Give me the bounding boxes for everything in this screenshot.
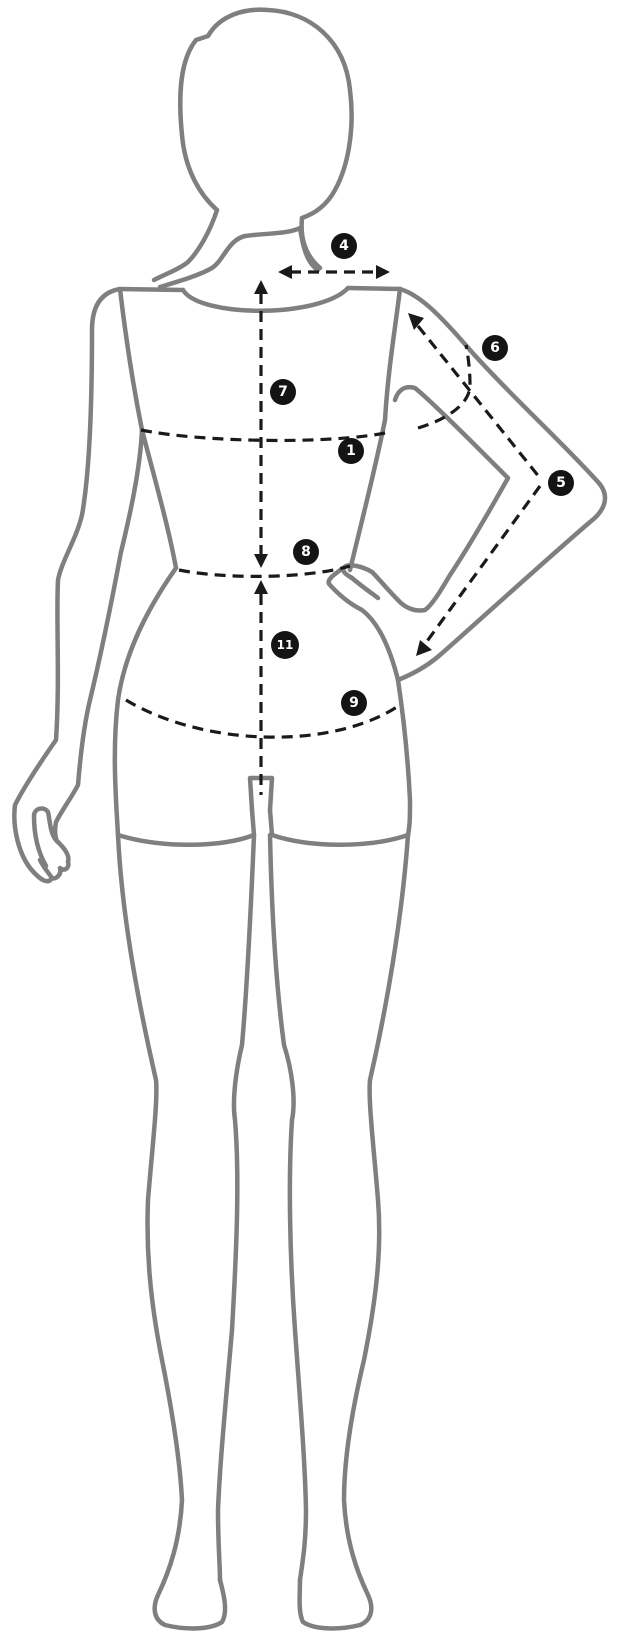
- badge-4: 4: [331, 233, 357, 259]
- shorts-hem-right: [270, 810, 408, 845]
- right-leg-inner: [270, 835, 306, 1580]
- arrowhead-rise-top: [254, 580, 268, 594]
- badge-11-label: 11: [277, 638, 294, 652]
- guide-arm-length-lower: [425, 486, 540, 644]
- badge-9-label: 9: [349, 695, 359, 711]
- badge-6: 6: [482, 335, 508, 361]
- head-outline: [180, 10, 351, 218]
- arrowhead-arm-bottom: [416, 640, 432, 656]
- badge-8-label: 8: [301, 544, 311, 560]
- left-arm-outer: [14, 289, 120, 881]
- arrowhead-back-bottom: [254, 554, 268, 568]
- body-outline: [14, 10, 605, 1629]
- arrowhead-shoulder-left: [278, 265, 292, 279]
- torso-right: [350, 289, 400, 570]
- left-leg-inner: [218, 835, 254, 1580]
- arrowhead-shoulder-right: [376, 265, 390, 279]
- left-leg-outer: [118, 835, 225, 1628]
- arrowhead-arm-top: [408, 313, 424, 330]
- badge-5: 5: [548, 470, 574, 496]
- badge-5-label: 5: [556, 475, 566, 491]
- badge-9: 9: [341, 690, 367, 716]
- torso-left-waist: [142, 430, 176, 568]
- arrowhead-back-top: [254, 280, 268, 294]
- shorts-hem-left: [118, 810, 254, 845]
- badge-8: 8: [293, 539, 319, 565]
- right-hand-detail: [352, 578, 378, 598]
- hip-left: [115, 568, 176, 835]
- badge-1: 1: [338, 438, 364, 464]
- hip-right: [398, 680, 410, 835]
- badge-6-label: 6: [490, 340, 500, 356]
- badge-4-label: 4: [339, 238, 349, 254]
- neck-right: [302, 218, 320, 268]
- badge-7: 7: [270, 379, 296, 405]
- torso-left: [120, 289, 142, 552]
- badge-1-label: 1: [346, 443, 356, 459]
- badge-11: 11: [271, 631, 299, 659]
- right-leg-outer: [300, 835, 408, 1628]
- guide-waist: [179, 566, 350, 576]
- badge-7-label: 7: [278, 384, 288, 400]
- left-arm-inner: [55, 552, 121, 842]
- back-neck-outline: [160, 228, 318, 287]
- right-hand: [329, 565, 398, 680]
